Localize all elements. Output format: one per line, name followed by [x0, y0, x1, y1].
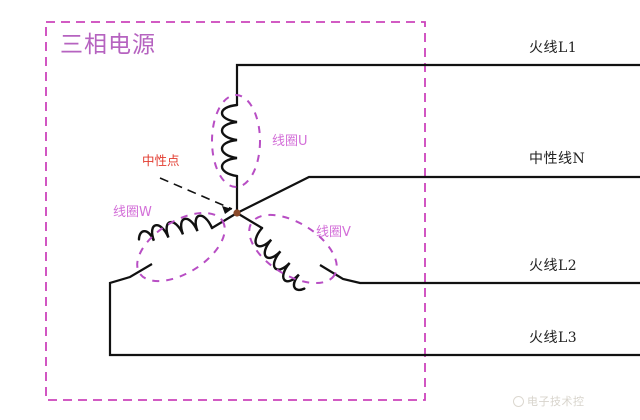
watermark-logo-icon	[513, 395, 524, 407]
wire-label-l2: 火线L2	[529, 258, 578, 274]
watermark-text: 电子技术控	[527, 395, 585, 408]
coil-u-winding	[220, 103, 239, 178]
neutral-point-leader-line	[159, 177, 233, 210]
neutral-point-leader-arrow	[222, 206, 232, 214]
wire-label-l1: 火线L1	[529, 40, 578, 56]
wire-label-l3: 火线L3	[529, 330, 578, 346]
neutral-point-dot	[233, 209, 241, 217]
neutral-point-label: 中性点	[142, 153, 180, 168]
wire-l3	[108, 211, 640, 357]
coil-label-v: 线圈V	[316, 225, 351, 240]
coil-label-w: 线圈W	[113, 205, 152, 220]
coil-w-highlight-ellipse	[136, 211, 226, 283]
page-title: 三相电源	[60, 32, 156, 58]
coil-v-winding	[254, 226, 306, 292]
wire-l2	[235, 211, 640, 285]
coil-v-highlight-ellipse	[248, 213, 338, 285]
coil-u-highlight-ellipse	[211, 94, 261, 188]
wire-l1	[235, 63, 640, 215]
wire-neutral-n	[236, 175, 640, 214]
watermark: 电子技术控	[513, 393, 585, 409]
coil-label-u: 线圈U	[272, 134, 308, 149]
wire-label-n: 中性线N	[529, 151, 586, 167]
three-phase-source-boundary	[45, 21, 426, 401]
